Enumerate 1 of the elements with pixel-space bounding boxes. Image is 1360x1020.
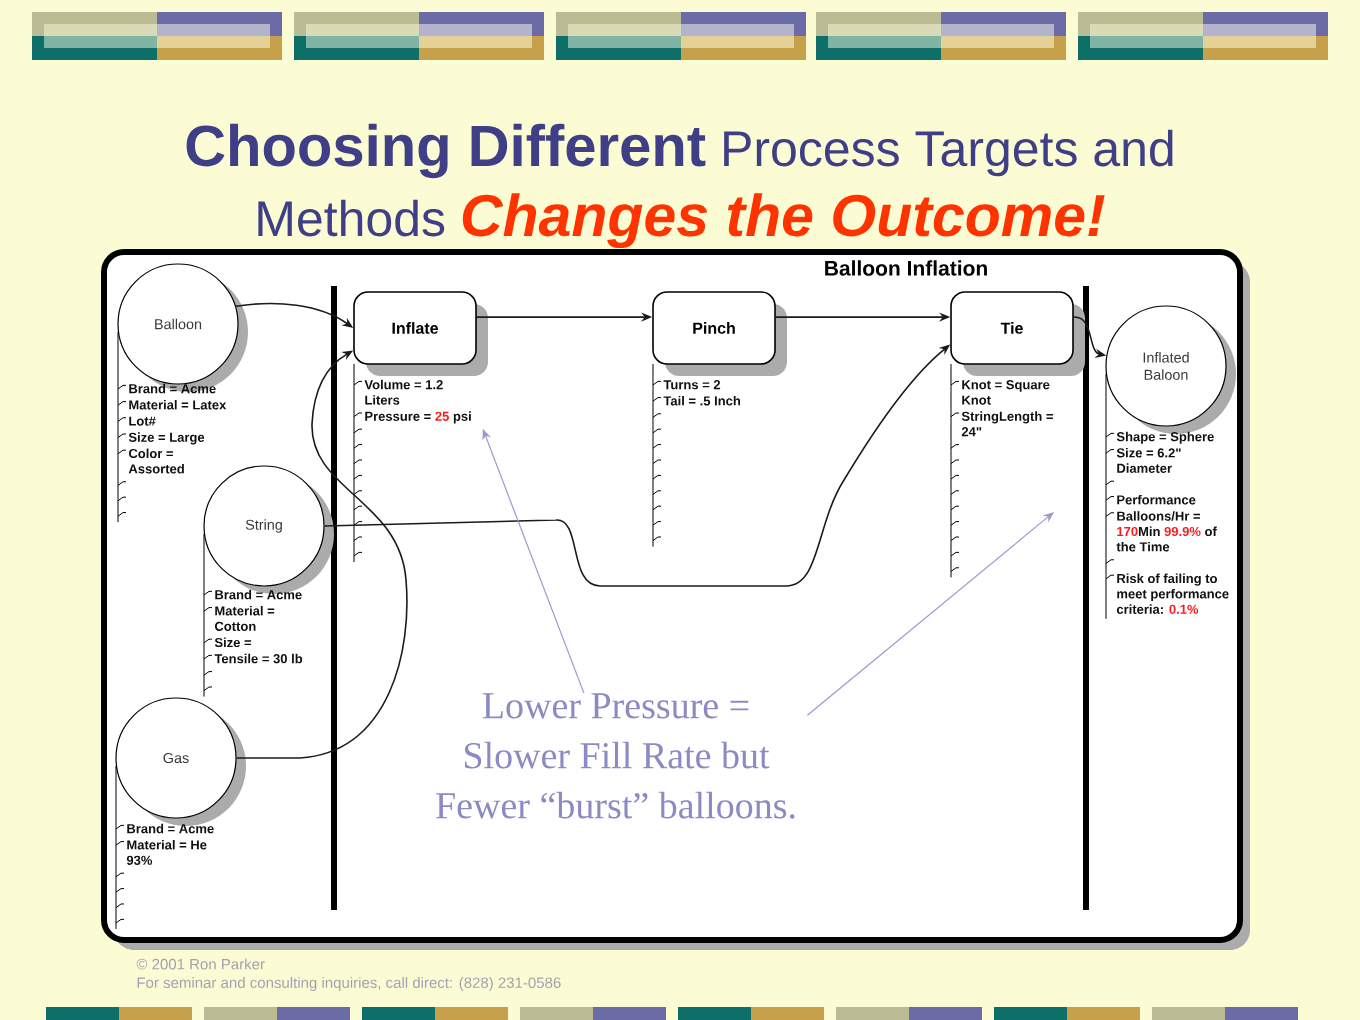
title: Choosing Different Process Targets and Methods Changes the Outcome! [186, 123, 1173, 249]
